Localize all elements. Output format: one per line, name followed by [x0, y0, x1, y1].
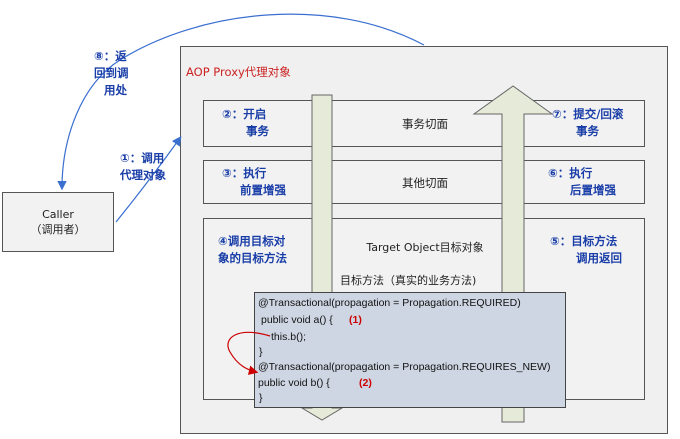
before-advice-label: ③：执行 前置增强 — [222, 166, 286, 197]
caller-box: Caller （调用者） — [2, 192, 114, 252]
code-line-method-a: public void a() { — [261, 314, 333, 326]
code-line-annotation-b: @Transactional(propagation = Propagation… — [258, 361, 551, 373]
code-line-close-b: } — [259, 392, 263, 404]
code-marker-1: (1) — [349, 314, 362, 326]
other-aspects-band — [203, 160, 645, 204]
return-to-caller-arrow — [57, 13, 425, 191]
code-line-method-b: public void b() { — [258, 377, 330, 389]
target-object-label: Target Object目标对象 — [366, 241, 484, 254]
transaction-aspect-band — [203, 100, 645, 147]
proxy-title: AOP Proxy代理对象 — [186, 65, 291, 79]
code-line-call-b: this.b(); — [271, 331, 307, 343]
tx-commit-label: ⑦：提交/回滚 事务 — [552, 107, 624, 138]
step1-label: ①：调用 代理对象 — [120, 151, 166, 182]
other-aspect-label: 其他切面 — [402, 176, 448, 190]
target-return-label: ⑤：目标方法 调用返回 — [550, 234, 622, 265]
tx-begin-label: ②：开启 事务 — [222, 107, 269, 138]
code-snippet-box: @Transactional(propagation = Propagation… — [254, 292, 566, 408]
invoke-target-label: ④调用目标对 象的目标方法 — [218, 234, 287, 265]
caller-subtitle: （调用者） — [30, 223, 86, 236]
code-line-annotation-a: @Transactional(propagation = Propagation… — [258, 297, 521, 309]
code-marker-2: (2) — [359, 377, 372, 389]
caller-name: Caller — [42, 208, 74, 221]
tx-aspect-label: 事务切面 — [402, 117, 448, 131]
self-invocation-arrow — [227, 331, 271, 375]
step8-label: ⑧：返 回到调 用处 — [94, 49, 129, 97]
call-proxy-arrow — [115, 136, 182, 223]
after-advice-label: ⑥：执行 后置增强 — [548, 166, 616, 197]
code-line-close-a: } — [259, 346, 263, 358]
target-method-label: 目标方法（真实的业务方法) — [340, 274, 477, 287]
